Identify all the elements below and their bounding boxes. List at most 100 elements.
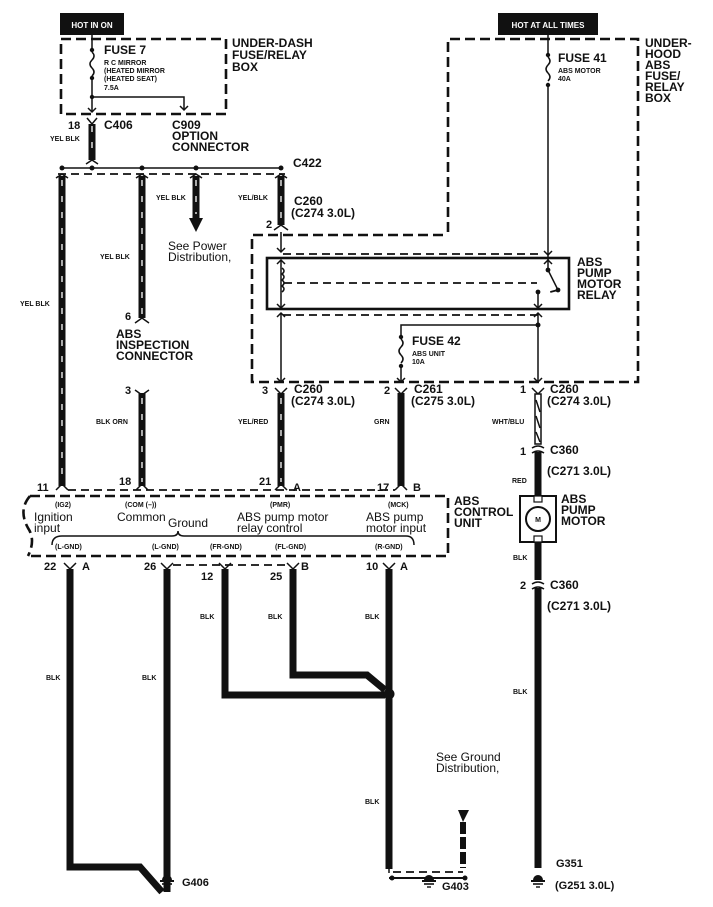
- under-hood-title-2: HOOD: [645, 47, 681, 61]
- ground-code-2: (L-GND): [152, 544, 179, 551]
- cu-top-letter-21: A: [293, 482, 301, 494]
- fuse-42-desc-2: 10A: [412, 359, 425, 366]
- arrow-down-icon: [458, 810, 469, 822]
- wire-color-g10: BLK: [365, 614, 379, 621]
- see-power-line-1: See Power: [168, 239, 227, 253]
- wire-color-power: YEL BLK: [156, 195, 186, 202]
- see-ground-distribution[interactable]: See Ground Distribution,: [436, 750, 501, 868]
- fuse-41-desc-2: 40A: [558, 76, 571, 83]
- ground-brace: [51, 530, 415, 546]
- inspection-label-1: ABS: [116, 327, 141, 341]
- ground-g406: G406: [160, 875, 209, 889]
- connector-c406: 18 C406 YEL BLK: [50, 117, 133, 165]
- cu-bot-pin-10: 10: [366, 561, 378, 573]
- ground-code-3: (FR-GND): [210, 544, 242, 551]
- fuse-41-icon: [545, 56, 551, 82]
- wire-color-g26: BLK: [142, 675, 156, 682]
- g351-label: G351: [556, 858, 583, 870]
- cu-title-3: UNIT: [454, 516, 483, 530]
- cu-top-pin-11: 11: [37, 482, 49, 494]
- c909-label-2: OPTION: [172, 129, 218, 143]
- ground-icon: [531, 875, 545, 888]
- under-hood-title-3: ABS: [645, 58, 670, 72]
- terminal-pmr-label-2: relay control: [237, 521, 302, 535]
- terminal-com-label: Common: [117, 510, 166, 524]
- fuse-7-desc-1: R C MIRROR: [104, 60, 146, 67]
- fuse-7-desc-2: (HEATED MIRROR: [104, 68, 165, 75]
- c260-top-alt: (C274 3.0L): [291, 206, 355, 220]
- hot-at-all-times-text: HOT AT ALL TIMES: [512, 21, 586, 30]
- wire-color-c260: YEL/BLK: [238, 195, 268, 202]
- relay-title-3: MOTOR: [577, 277, 622, 291]
- terminal-ig2-label-2: input: [34, 521, 61, 535]
- see-power-line-2: Distribution,: [168, 250, 231, 264]
- c422-label: C422: [293, 156, 322, 170]
- under-hood-title-1: UNDER-: [645, 36, 692, 50]
- wire-color-g403: BLK: [365, 799, 379, 806]
- c260-top-label: C260: [294, 194, 323, 208]
- under-dash-title-2: FUSE/RELAY: [232, 48, 307, 62]
- terminal-com-code: (COM (–)): [125, 502, 157, 509]
- ground-wires-g406: BLK BLK: [46, 569, 171, 895]
- hot-in-on-label: HOT IN ON: [60, 13, 124, 35]
- motor-title-1: ABS: [561, 492, 586, 506]
- c360-top-pin: 1: [520, 446, 526, 458]
- cu-bot-letter-22: A: [82, 561, 90, 573]
- abs-pump-motor-relay: ABS PUMP MOTOR RELAY: [265, 232, 622, 384]
- motor-title-3: MOTOR: [561, 514, 606, 528]
- arrow-down-icon: [189, 218, 203, 232]
- ground-g403: G403: [388, 869, 469, 893]
- g351-alt-label: (G251 3.0L): [555, 880, 615, 892]
- see-ground-line-1: See Ground: [436, 750, 501, 764]
- ground-icon: [160, 875, 174, 888]
- c909-label-3: CONNECTOR: [172, 140, 249, 154]
- wire-inspection-yel-blk: YEL BLK 6 ABS INSPECTION CONNECTOR: [100, 173, 193, 363]
- c260-right-pin: 1: [520, 384, 526, 396]
- fuse-42-label: FUSE 42: [412, 334, 461, 348]
- c260-left-label: C260: [294, 382, 323, 396]
- under-hood-title-6: BOX: [645, 91, 671, 105]
- cu-bot-letter-10: A: [400, 561, 408, 573]
- connector-c422: C422: [58, 156, 322, 175]
- ground-code-1: (L-GND): [55, 544, 82, 551]
- connector-c909: C909 OPTION CONNECTOR: [172, 118, 249, 154]
- fuse-7-label: FUSE 7: [104, 43, 146, 57]
- cu-bot-pin-22: 22: [44, 561, 56, 573]
- cu-title-2: CONTROL: [454, 505, 513, 519]
- cu-bot-pin-25: 25: [270, 571, 282, 583]
- terminal-pmr-code: (PMR): [270, 502, 290, 509]
- wire-common-blk-orn: 3 BLK ORN: [96, 385, 150, 486]
- ground-label: Ground: [168, 516, 208, 530]
- terminal-mck-code: (MCK): [388, 502, 409, 509]
- abs-pump-motor: M ABS PUMP MOTOR BLK 2 C360 (C271 3.0L) …: [513, 492, 611, 868]
- c260-left-pin: 3: [262, 385, 268, 397]
- g406-label: G406: [182, 877, 209, 889]
- wire-color-left: YEL BLK: [20, 301, 50, 308]
- c260-left-alt: (C274 3.0L): [291, 394, 355, 408]
- fuse-42-desc-1: ABS UNIT: [412, 351, 446, 358]
- motor-title-2: PUMP: [561, 503, 596, 517]
- c360-bot-pin: 2: [520, 580, 526, 592]
- motor-symbol: M: [535, 517, 541, 524]
- cu-title-1: ABS: [454, 494, 479, 508]
- relay-title-1: ABS: [577, 255, 602, 269]
- motor-icon: [525, 506, 551, 532]
- under-hood-abs-fuse-relay-box: UNDER- HOOD ABS FUSE/ RELAY BOX FUSE 41 …: [250, 35, 692, 384]
- ground-g351: G351 (G251 3.0L): [531, 858, 615, 892]
- inspection-label-2: INSPECTION: [116, 338, 189, 352]
- cu-top-pin-17: 17: [377, 482, 389, 494]
- wire-color-inspection-bot: BLK ORN: [96, 419, 128, 426]
- wire-ignition-yel-blk: YEL BLK: [20, 173, 69, 486]
- wire-color-g12: BLK: [200, 614, 214, 621]
- c360-top-alt: (C271 3.0L): [547, 464, 611, 478]
- wire-color-motor-gnd: BLK: [513, 689, 527, 696]
- c261-alt: (C275 3.0L): [411, 394, 475, 408]
- wire-color-motor-feed: WHT/BLU: [492, 419, 524, 426]
- cu-top-pin-21: 21: [259, 476, 271, 488]
- see-ground-line-2: Distribution,: [436, 761, 499, 775]
- terminal-pmr-label-1: ABS pump motor: [237, 510, 328, 524]
- see-power-distribution[interactable]: YEL BLK See Power Distribution,: [156, 173, 231, 264]
- under-hood-title-4: FUSE/: [645, 69, 681, 83]
- wire-color-c406: YEL BLK: [50, 136, 80, 143]
